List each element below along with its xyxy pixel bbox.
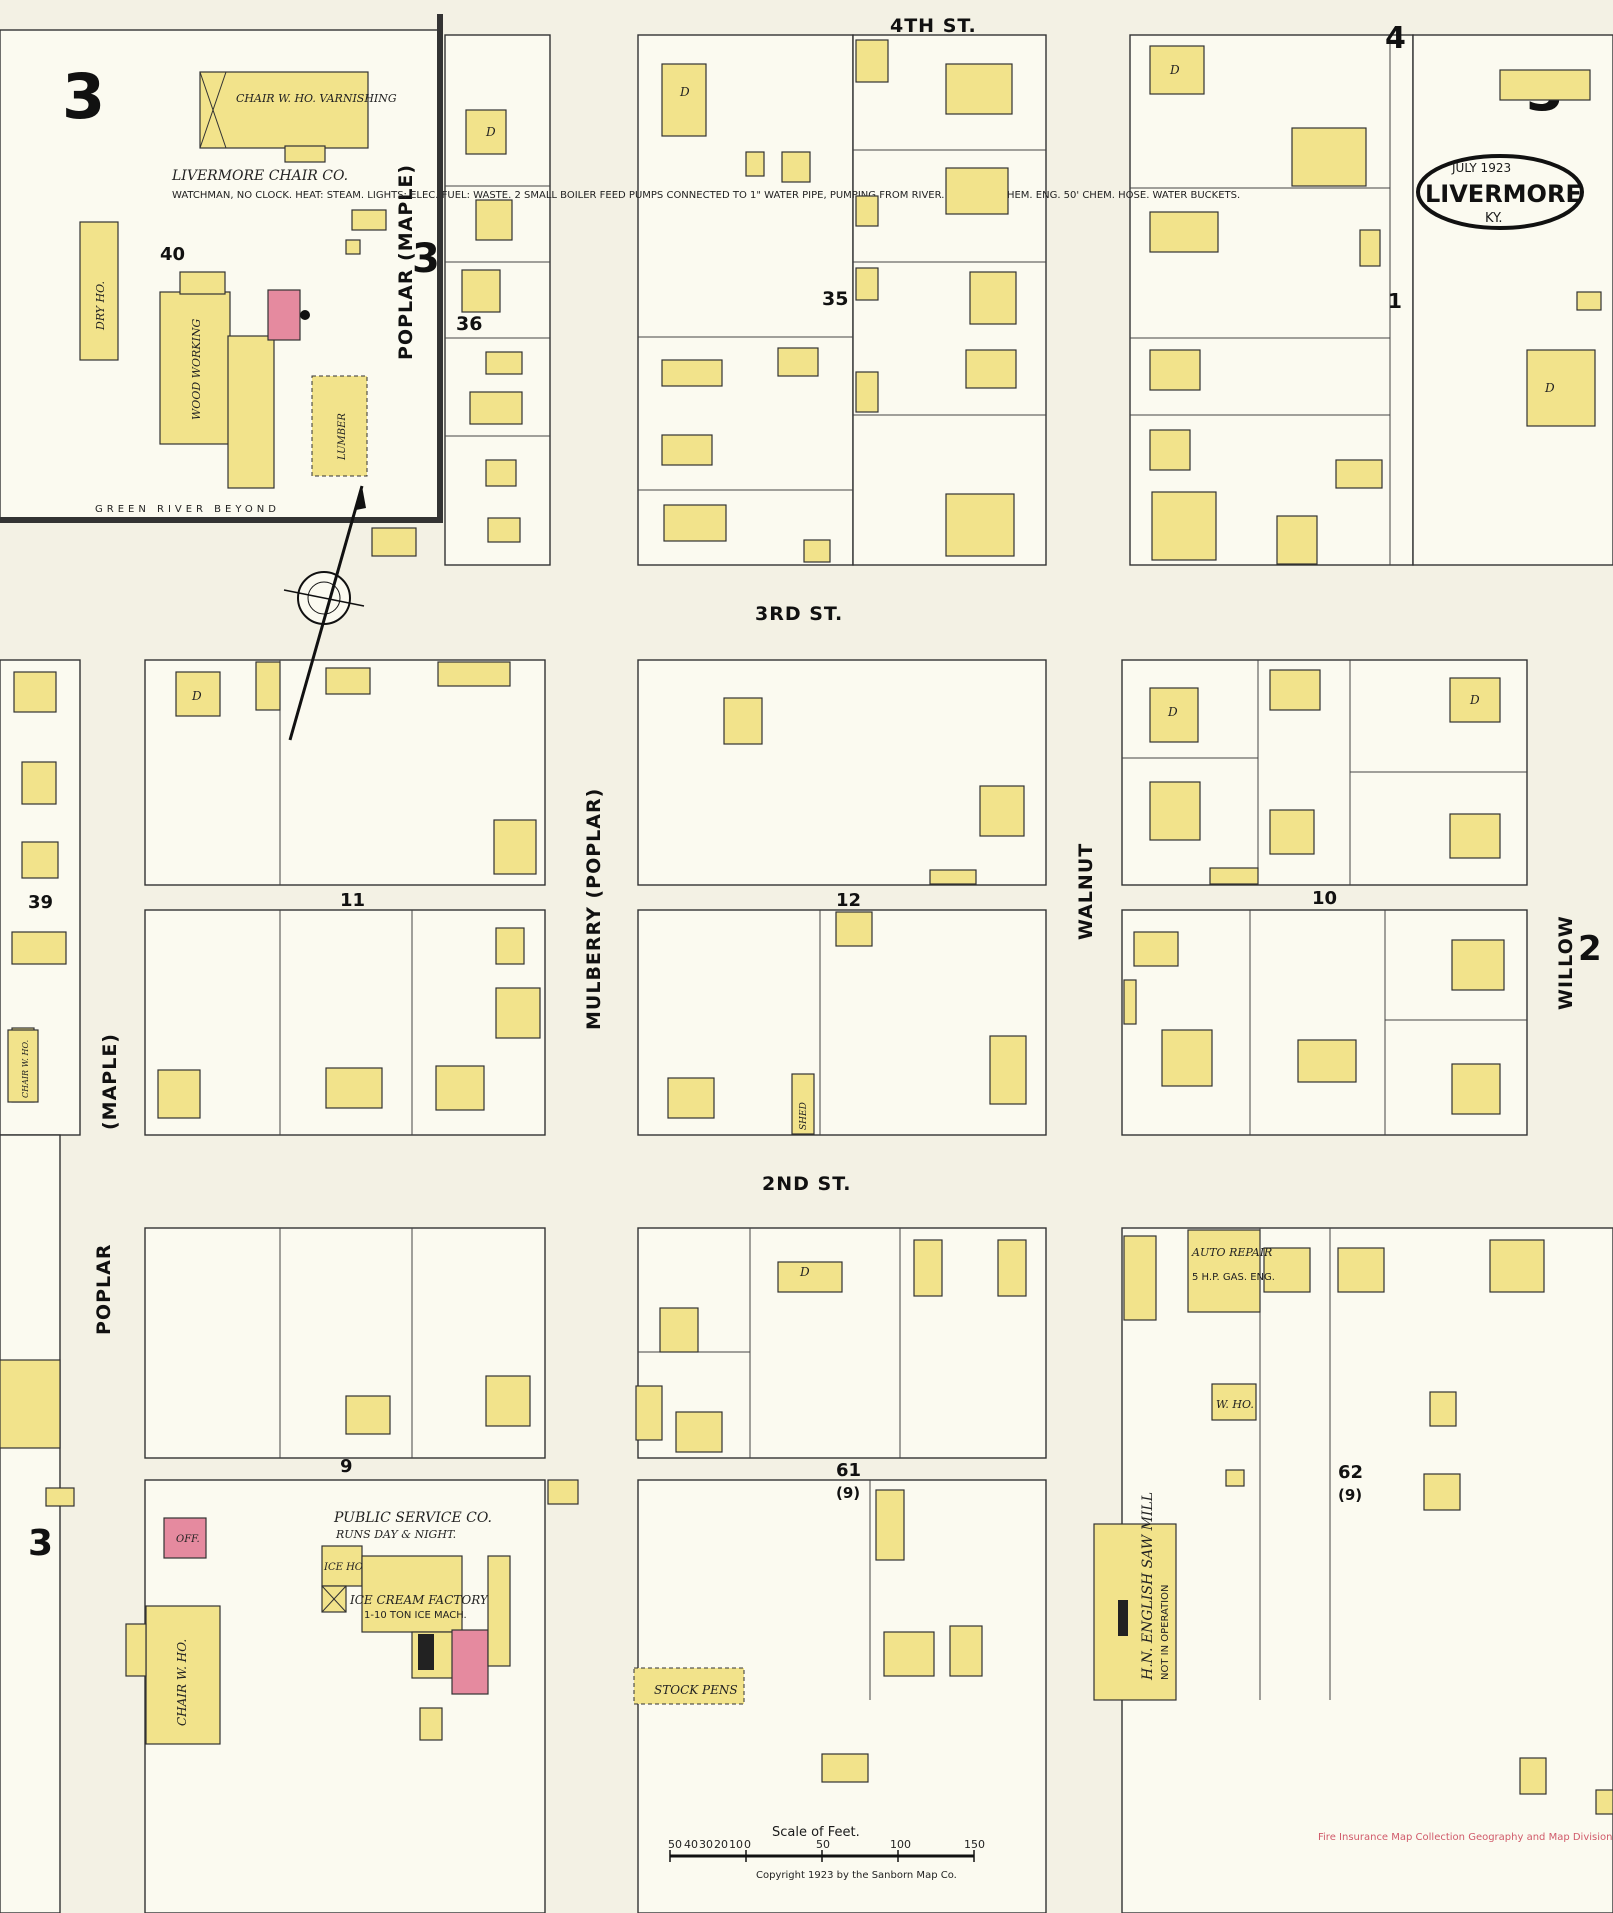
dwelling-d-7: D xyxy=(799,1265,810,1279)
shed-label: SHED xyxy=(799,1102,809,1130)
block-62 xyxy=(1121,1227,1613,1913)
map-date: JULY 1923 xyxy=(1451,161,1511,175)
auto-repair xyxy=(1187,1229,1261,1313)
adjacent-sheet-39: 39 xyxy=(28,892,53,913)
chair-co-title: LIVERMORE CHAIR CO. xyxy=(171,168,348,184)
map-town: LIVERMORE xyxy=(1425,180,1582,208)
block-label-35: 35 xyxy=(822,288,848,310)
office-building xyxy=(163,1517,207,1559)
saw-mill xyxy=(1093,1523,1177,1701)
block-label-62-sub: (9) xyxy=(1338,1486,1362,1504)
map-state: KY. xyxy=(1485,211,1503,226)
scale-tick-0: 0 xyxy=(744,1838,751,1851)
dwelling-d-5: D xyxy=(1167,705,1178,719)
scale-title: Scale of Feet. xyxy=(772,1825,860,1840)
block-9-north xyxy=(144,1227,546,1459)
block-label-62: 62 xyxy=(1338,1462,1363,1483)
scale-tick-50: 50 xyxy=(816,1838,830,1851)
street-poplar-maple: POPLAR (MAPLE) xyxy=(395,164,417,360)
dry-house xyxy=(79,221,119,361)
dwellings xyxy=(0,39,1613,1815)
block-label-10: 10 xyxy=(1312,888,1337,909)
scale-tick-30: 30 xyxy=(699,1838,713,1851)
block-11-north xyxy=(144,659,546,886)
dwelling-d-3: D xyxy=(1169,63,1180,77)
block-12-north xyxy=(637,659,1047,886)
sheet-number: 3 xyxy=(62,60,105,133)
compass-rose-icon xyxy=(283,485,366,741)
adjacent-sheet-1: 1 xyxy=(1388,289,1402,313)
chair-warehouse-long xyxy=(7,1029,39,1103)
scale-tick-10: 10 xyxy=(729,1838,743,1851)
block-label-12: 12 xyxy=(836,890,861,911)
dwelling-d-1: D xyxy=(485,125,496,139)
chair-wh-long-label: CHAIR W. HO. xyxy=(21,1040,30,1098)
scale-tick-40: 40 xyxy=(684,1838,698,1851)
chair-wh-varnishing-label: CHAIR W. HO. VARNISHING xyxy=(236,92,397,105)
ice-cream-factory xyxy=(361,1555,463,1633)
copyright: Copyright 1923 by the Sanborn Map Co. xyxy=(756,1870,957,1881)
gas-eng-label: 5 H.P. GAS. ENG. xyxy=(1192,1272,1275,1283)
auto-repair-label: AUTO REPAIR xyxy=(1191,1246,1272,1259)
scale-tick-100: 100 xyxy=(890,1838,911,1851)
library-stamp: Fire Insurance Map Collection Geography … xyxy=(1318,1832,1613,1843)
street-walnut: WALNUT xyxy=(1075,843,1097,940)
block-label-36: 36 xyxy=(456,313,482,335)
title-cartouche: JULY 1923 LIVERMORE KY. xyxy=(1416,154,1584,230)
chair-warehouse-south xyxy=(145,1605,221,1745)
lumber-label: LUMBER xyxy=(337,413,348,461)
wood-working-label: WOOD WORKING xyxy=(190,319,203,420)
chair-co-notes: WATCHMAN, NO CLOCK. HEAT: STEAM. LIGHTS:… xyxy=(172,190,1240,201)
block-label-61-sub: (9) xyxy=(836,1484,860,1502)
adjacent-sheet-3-top: 3 xyxy=(412,236,440,282)
ice-mach-label: 1-10 TON ICE MACH. xyxy=(364,1610,467,1621)
stock-pens-label: STOCK PENS xyxy=(654,1683,738,1697)
dwelling-d-4: D xyxy=(191,689,202,703)
boiler-room xyxy=(267,289,301,341)
block-label-61: 61 xyxy=(836,1460,861,1481)
office-label: OFF. xyxy=(176,1534,200,1545)
public-service-co: PUBLIC SERVICE CO. RUNS DAY & NIGHT. ICE… xyxy=(321,1479,579,1741)
street-2nd: 2ND ST. xyxy=(762,1173,852,1195)
adjacent-sheet-2: 2 xyxy=(1578,929,1602,969)
dwelling-d-2: D xyxy=(679,85,690,99)
stock-pens xyxy=(633,1667,745,1705)
dwelling-labels: D D D D D D D D xyxy=(191,63,1555,1279)
adjacent-sheet-40: 40 xyxy=(160,244,185,265)
dwelling-d-6: D xyxy=(1469,693,1480,707)
scale-tick-20: 20 xyxy=(714,1838,728,1851)
saw-mill-status: NOT IN OPERATION xyxy=(1160,1585,1171,1680)
w-ho-label: W. HO. xyxy=(1216,1398,1254,1411)
green-river-label: GREEN RIVER BEYOND xyxy=(95,504,280,515)
dwelling-d-8: D xyxy=(1544,381,1555,395)
ice-house xyxy=(321,1545,363,1587)
street-willow: WILLOW xyxy=(1555,915,1577,1010)
ice-cream-label: ICE CREAM FACTORY xyxy=(349,1593,489,1607)
chair-warehouse-varnishing xyxy=(199,71,369,149)
saw-mill-label: H.N. ENGLISH SAW MILL xyxy=(1140,1492,1156,1681)
adjacent-sheet-3-left: 3 xyxy=(28,1523,53,1564)
block-label-9: 9 xyxy=(340,1456,353,1477)
scale-bar: Scale of Feet. 50 40 30 20 10 0 50 100 1… xyxy=(668,1825,985,1881)
street-maple: (MAPLE) xyxy=(99,1033,121,1130)
street-4th: 4TH ST. xyxy=(890,15,977,37)
street-poplar: POPLAR xyxy=(93,1244,115,1335)
public-service-subtitle: RUNS DAY & NIGHT. xyxy=(335,1528,456,1541)
ice-house-label: ICE HO. xyxy=(323,1562,366,1573)
block-far-west-bottom xyxy=(0,1134,61,1913)
scale-tick-150: 150 xyxy=(964,1838,985,1851)
street-mulberry: MULBERRY (POPLAR) xyxy=(583,788,605,1030)
block-label-11: 11 xyxy=(340,890,365,911)
chair-wh-south-label: CHAIR W. HO. xyxy=(175,1639,189,1726)
street-3rd: 3RD ST. xyxy=(755,603,843,625)
block-35-west xyxy=(637,34,854,566)
scale-tick-50l: 50 xyxy=(668,1838,682,1851)
dry-house-label: DRY HO. xyxy=(94,281,107,331)
library-stamp-text: Fire Insurance Map Collection Geography … xyxy=(1318,1832,1613,1843)
lumber-shed xyxy=(311,375,368,477)
adjacent-sheet-4: 4 xyxy=(1385,21,1406,56)
public-service-title: PUBLIC SERVICE CO. xyxy=(333,1510,492,1526)
